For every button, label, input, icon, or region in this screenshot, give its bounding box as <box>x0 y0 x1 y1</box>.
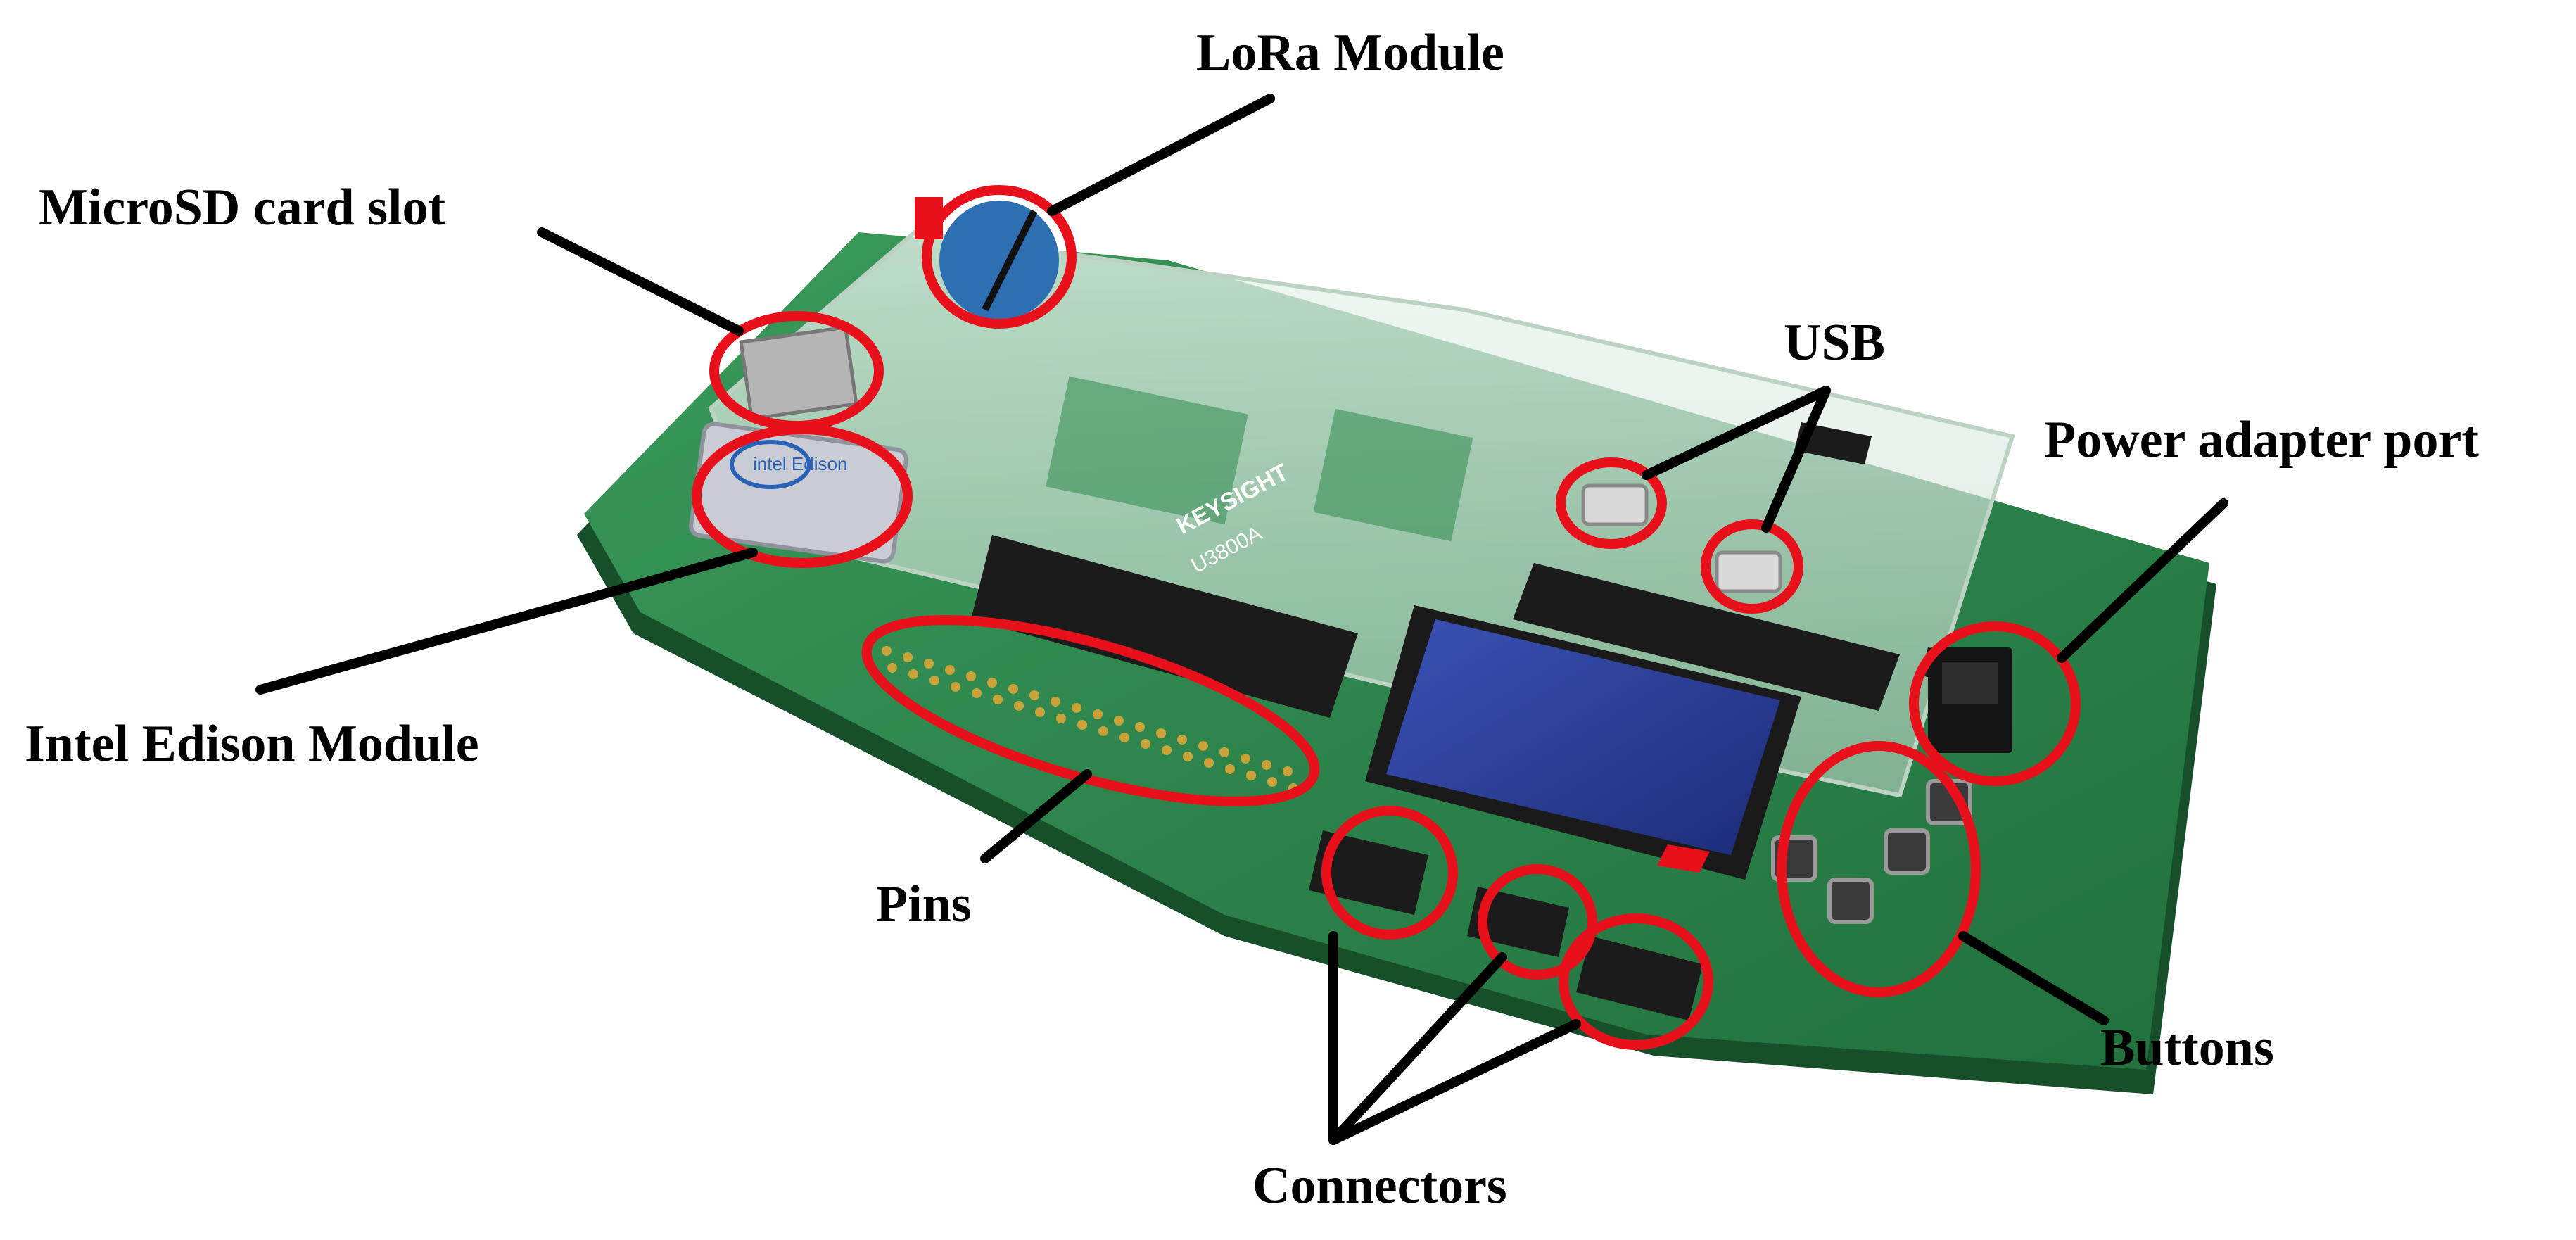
header-pin <box>1225 764 1235 774</box>
pin-row <box>882 646 1298 793</box>
lora-leader-line <box>1047 94 1275 216</box>
power-highlight <box>1909 621 2081 786</box>
leader-lines <box>255 94 2228 1145</box>
header-pin <box>1035 707 1045 717</box>
buttons-highlight <box>1777 741 1981 997</box>
power-adapter-port-label: Power adapter port <box>2044 411 2479 469</box>
pins-label: Pins <box>876 875 972 933</box>
header-pin <box>924 659 934 669</box>
header-pin <box>1283 766 1293 776</box>
header-pin <box>1077 720 1087 730</box>
header-pin <box>1051 697 1060 707</box>
header-pin <box>951 682 960 692</box>
header-pin <box>1093 709 1103 719</box>
header-pin <box>1198 741 1208 751</box>
header-pin <box>1162 745 1172 755</box>
header-pin <box>1156 728 1166 738</box>
usb-leader-line-2 <box>1761 386 1831 533</box>
header-pin <box>993 695 1003 704</box>
connector-1-highlight <box>1321 806 1458 940</box>
header-pin <box>1262 760 1271 770</box>
pins-leader-line <box>980 769 1092 863</box>
lora-module-label: LoRa Module <box>1196 24 1504 82</box>
header-pin <box>1219 747 1229 757</box>
connectors-leader-line-2 <box>1328 952 1507 1145</box>
usb-leader-line-1 <box>1642 386 1831 480</box>
power-jack <box>1928 647 2012 753</box>
usb-ports <box>1581 483 1782 593</box>
header-pin <box>882 646 892 656</box>
microsd-slot <box>739 325 858 421</box>
header-pin <box>1267 777 1277 787</box>
header-pin <box>1246 771 1256 780</box>
header-pin <box>887 663 897 673</box>
header-pin <box>1183 752 1193 761</box>
header-pin <box>1135 722 1145 732</box>
lcd-display <box>1365 605 1801 880</box>
pins-highlight <box>861 615 1320 806</box>
header-pin <box>1014 701 1024 711</box>
header-pin <box>972 688 982 698</box>
header-pin <box>908 669 918 679</box>
header-pin <box>1072 703 1081 713</box>
edison-highlight <box>692 424 913 568</box>
microsd-card-slot-label: MicroSD card slot <box>39 179 446 236</box>
highlight-circles <box>692 185 2081 1050</box>
header-pin <box>1029 690 1039 700</box>
connector-2-highlight <box>1478 864 1597 980</box>
header-pin <box>987 678 997 688</box>
edison-leader-line <box>255 548 758 695</box>
header-pin <box>903 652 913 662</box>
intel-edison-module <box>689 422 908 564</box>
usb-left-highlight <box>1556 457 1667 549</box>
buttons-label: Buttons <box>2100 1019 2274 1077</box>
usb-label: USB <box>1784 314 1885 372</box>
header-pin <box>1204 758 1214 768</box>
header-pin <box>1241 754 1250 764</box>
header-pin <box>1056 714 1066 723</box>
header-pin <box>1114 716 1124 726</box>
power-leader-line <box>2057 498 2228 663</box>
microsd-leader-line <box>537 227 744 336</box>
header-pin <box>1119 733 1129 742</box>
header-pin <box>1098 726 1108 736</box>
connectors-leader-line-3 <box>1328 1019 1581 1145</box>
connectors-label: Connectors <box>1252 1157 1507 1215</box>
header-pin <box>929 676 939 685</box>
header-pin <box>1008 684 1018 694</box>
intel-edison-module-label: Intel Edison Module <box>25 715 479 773</box>
connector-3-highlight <box>1559 913 1713 1050</box>
header-pin <box>966 671 976 681</box>
header-pin <box>945 665 955 675</box>
lora-highlight <box>922 185 1077 329</box>
edison-chip-marking: intel Edison <box>753 453 847 474</box>
buttons-leader-line <box>1958 931 2109 1025</box>
header-pin <box>1177 735 1187 745</box>
header-pin <box>1141 739 1150 749</box>
usb-right-highlight <box>1701 519 1803 614</box>
